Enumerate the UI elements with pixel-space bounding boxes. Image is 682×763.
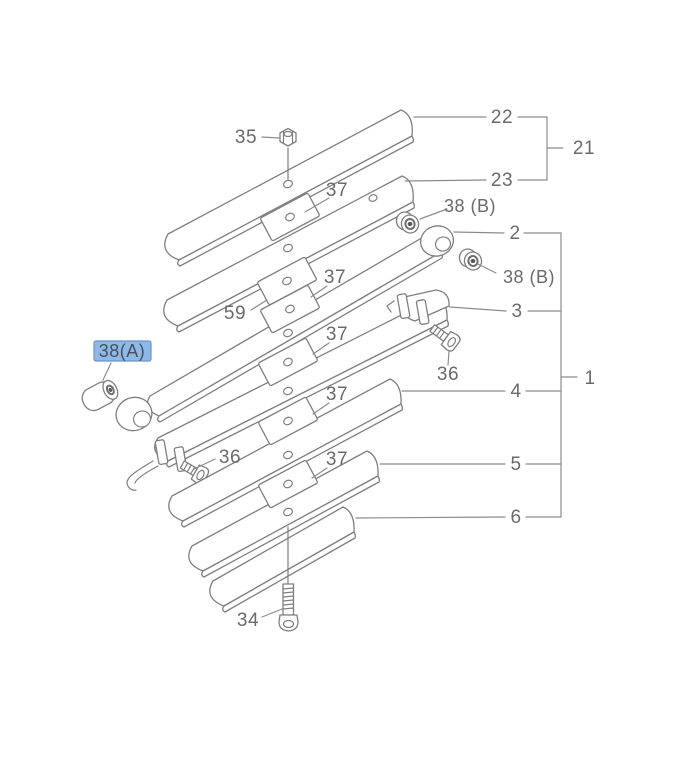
callout-2[interactable]: 2 <box>509 223 520 244</box>
callout-37-3[interactable]: 37 <box>326 324 348 345</box>
pad-37-1 <box>260 192 320 242</box>
callout-38b-lower[interactable]: 38 (B) <box>503 267 555 287</box>
pad-37-4 <box>258 396 318 446</box>
pad-37-2 <box>257 256 317 306</box>
pad-37-3 <box>258 337 318 387</box>
leaf-22-center-hole <box>283 179 293 189</box>
bracket-1 <box>560 232 578 518</box>
callout-36-left[interactable]: 36 <box>219 447 241 468</box>
callout-35[interactable]: 35 <box>235 127 257 148</box>
callout-37-2[interactable]: 37 <box>324 267 346 288</box>
leaf-6 <box>209 506 356 613</box>
spring-eye-rear <box>419 225 455 257</box>
callout-22[interactable]: 22 <box>491 107 513 128</box>
leader-lines <box>102 116 578 618</box>
callout-38b-upper[interactable]: 38 (B) <box>444 196 496 216</box>
callout-6[interactable]: 6 <box>510 507 521 528</box>
leaf-5-hole <box>283 507 293 517</box>
callout-37-4[interactable]: 37 <box>326 384 348 405</box>
leaf-2-hole <box>283 328 293 338</box>
callout-37-1[interactable]: 37 <box>326 180 348 201</box>
leaf-23-hole-2 <box>283 243 293 253</box>
clamp-3 <box>386 289 450 326</box>
bolt-36-right <box>429 324 461 352</box>
bushing-38b-upper <box>395 211 420 234</box>
callout-38a-highlight-box <box>93 340 152 362</box>
nut-35 <box>279 127 297 180</box>
callout-23[interactable]: 23 <box>491 170 513 191</box>
callout-5[interactable]: 5 <box>510 454 521 475</box>
leaf-4 <box>168 378 403 528</box>
callout-4[interactable]: 4 <box>510 381 521 402</box>
bushing-38a <box>81 379 119 412</box>
bolt-34 <box>278 526 299 632</box>
callout-38a-highlighted[interactable]: 38(A) <box>93 340 152 362</box>
clamp-left <box>126 439 188 491</box>
callout-3[interactable]: 3 <box>511 301 522 322</box>
spring-eye-front <box>115 396 153 432</box>
bushing-38b-lower <box>458 248 483 271</box>
leaf-4-hole <box>283 450 293 460</box>
callout-37-5[interactable]: 37 <box>326 449 348 470</box>
callout-59[interactable]: 59 <box>224 303 246 324</box>
callout-38a-label[interactable]: 38(A) <box>99 341 146 361</box>
leaf-3-hole <box>283 386 293 396</box>
leaf-23-hole <box>368 194 378 202</box>
pad-37-5 <box>258 459 318 509</box>
callout-34[interactable]: 34 <box>237 610 259 631</box>
bracket-21 <box>546 116 564 181</box>
callout-21[interactable]: 21 <box>573 138 595 159</box>
callout-36-right[interactable]: 36 <box>437 364 459 385</box>
callout-1[interactable]: 1 <box>584 368 595 389</box>
